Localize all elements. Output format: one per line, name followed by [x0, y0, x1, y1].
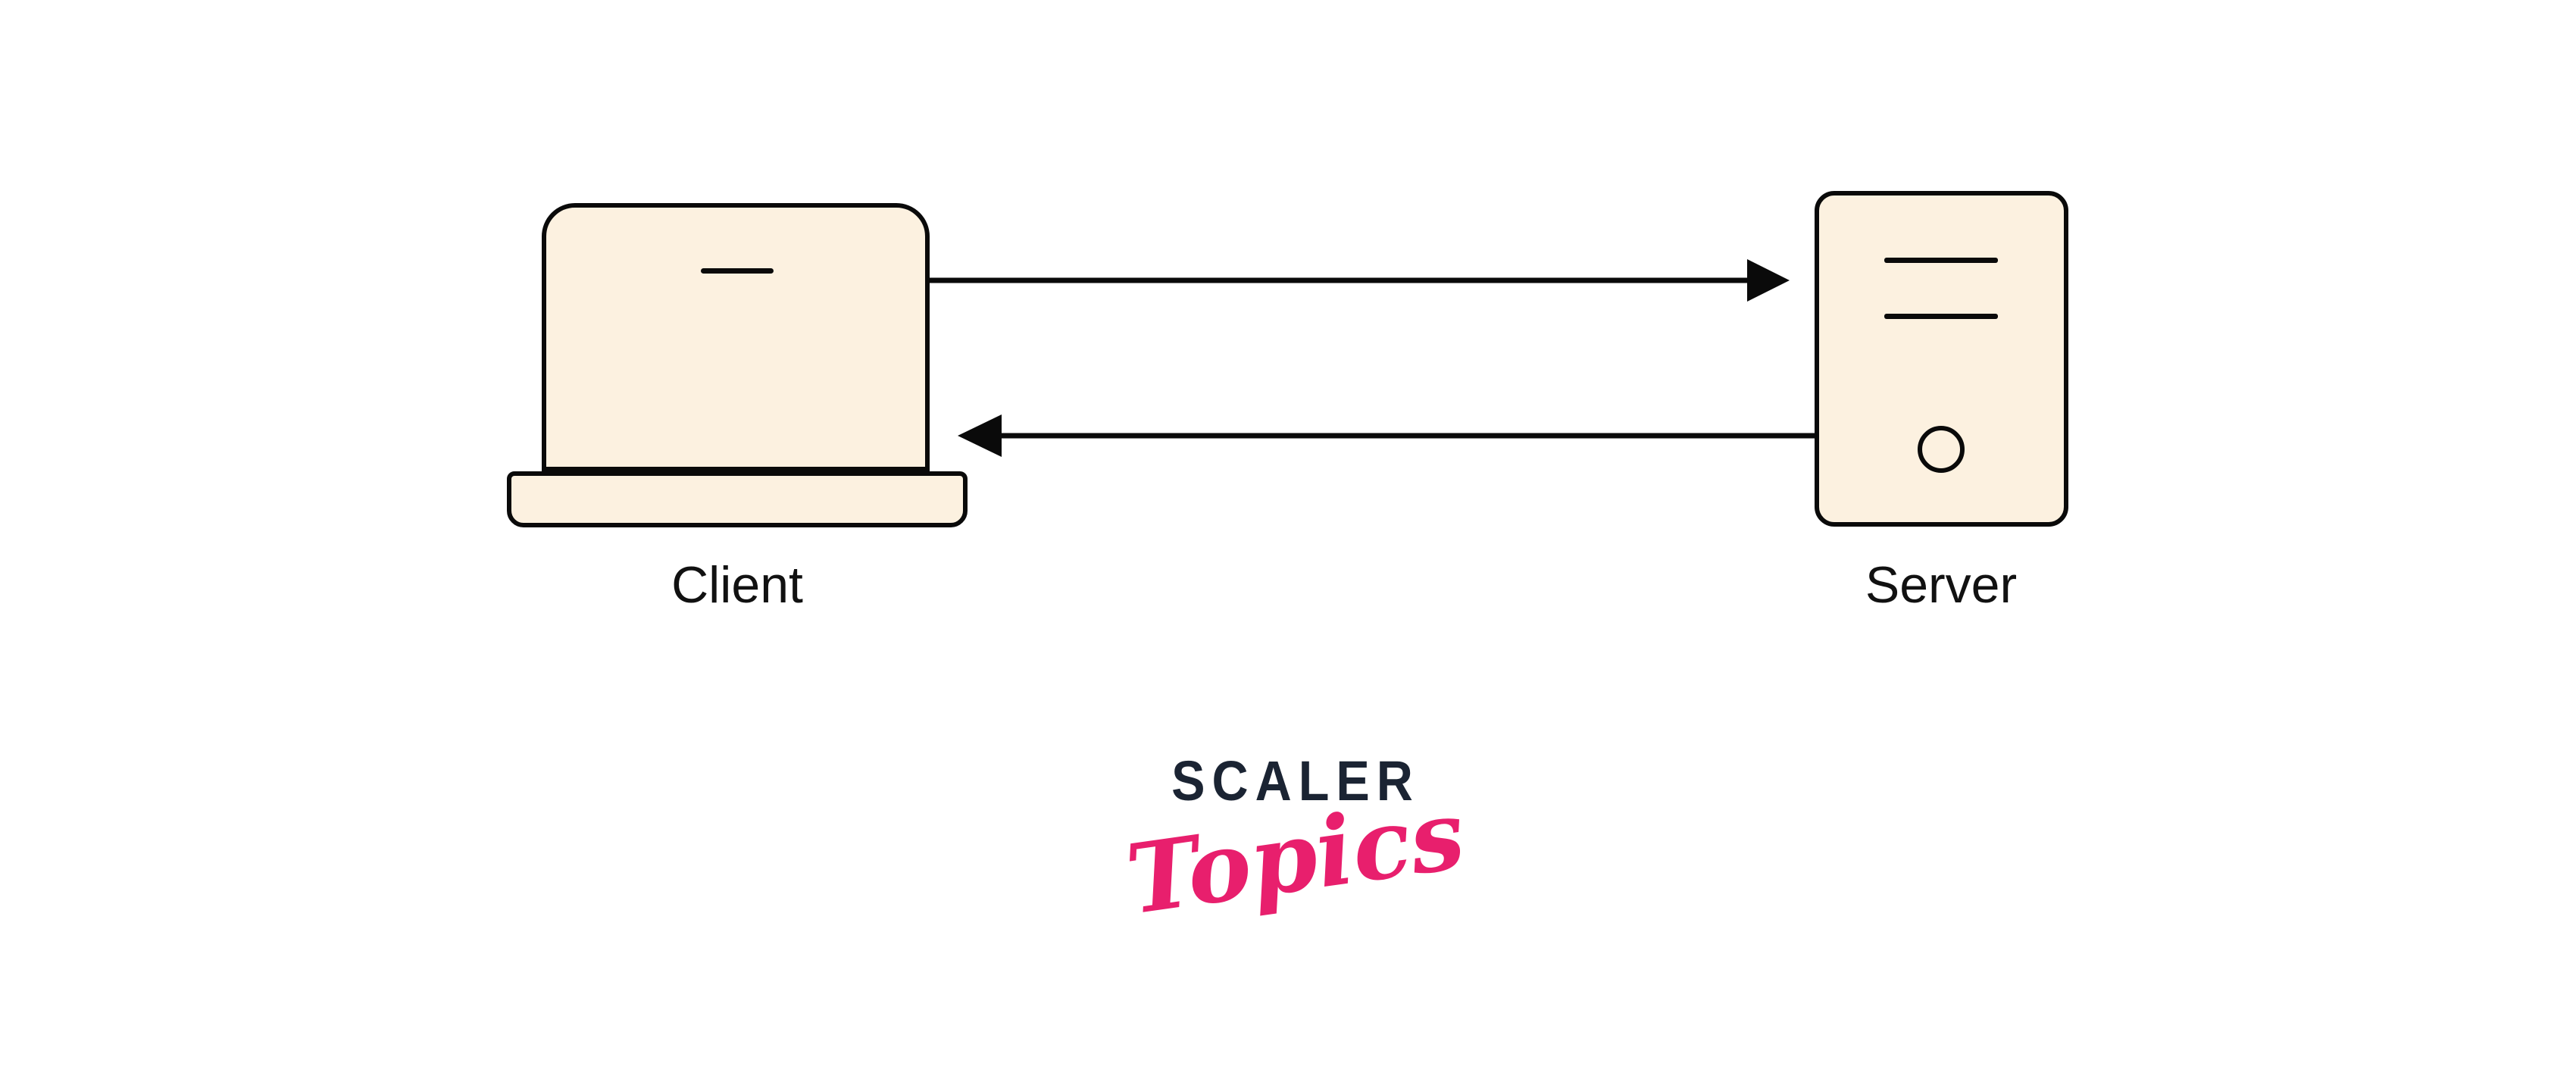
- logo-wordmark-scaler: SCALER: [1171, 749, 1420, 812]
- client-label: Client: [671, 556, 803, 614]
- server-label: Server: [1865, 556, 2018, 614]
- request-arrow: [930, 259, 1790, 302]
- scaler-topics-logo: SCALER Topics: [1053, 749, 1538, 936]
- server-power-button: [1918, 426, 1965, 473]
- server-vent-line-1: [1884, 258, 1998, 263]
- laptop-screen: [542, 203, 930, 471]
- response-arrow: [958, 414, 1815, 457]
- server-vent-line-2: [1884, 314, 1998, 319]
- laptop-base: [507, 471, 968, 527]
- laptop-screen-dash: [701, 268, 774, 274]
- server-body: [1815, 191, 2068, 527]
